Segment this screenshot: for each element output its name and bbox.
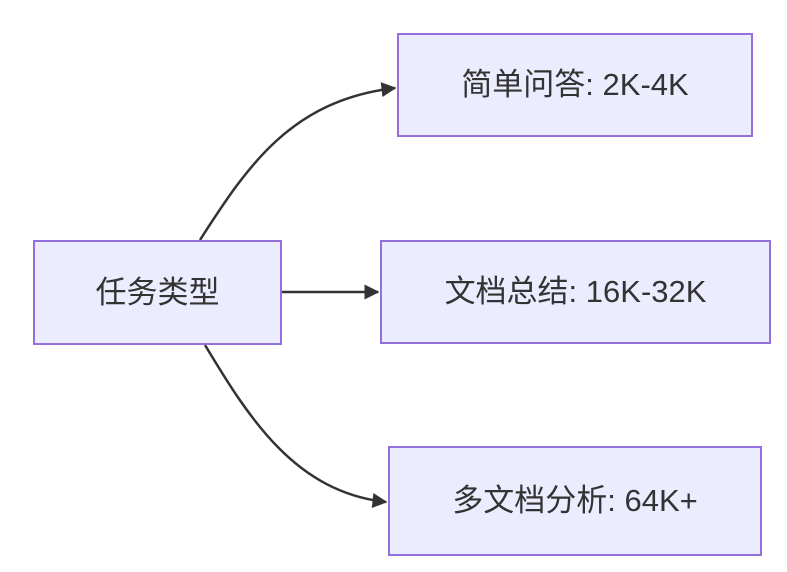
node-multi-doc: 多文档分析: 64K+ xyxy=(388,446,762,556)
node-task-type: 任务类型 xyxy=(33,240,282,345)
edge-task-type-to-multi-doc xyxy=(203,344,388,508)
edge-task-type-to-simple-qa xyxy=(198,82,397,241)
node-simple-qa: 简单问答: 2K-4K xyxy=(397,33,753,137)
node-doc-summary: 文档总结: 16K-32K xyxy=(380,240,771,344)
